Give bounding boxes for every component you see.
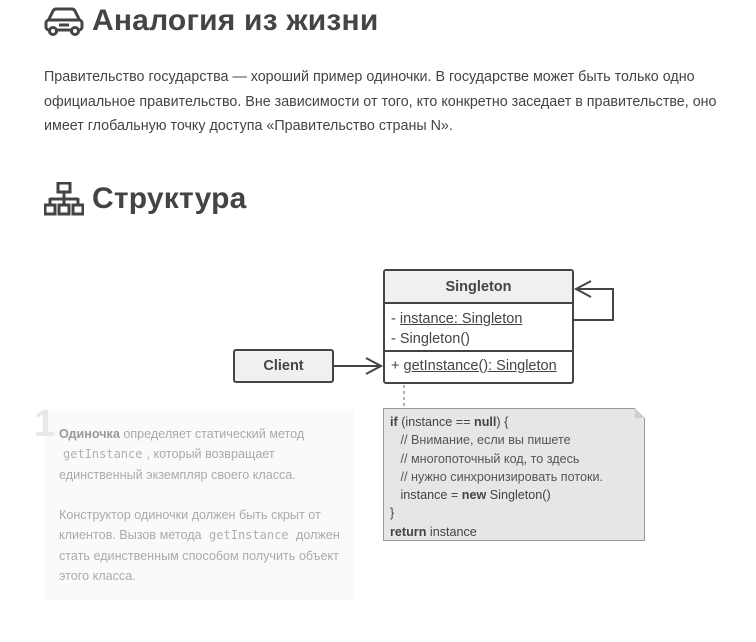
structure-title: Структура [92, 182, 247, 215]
self-association-arrow [574, 288, 614, 321]
singleton-class-title: Singleton [385, 271, 572, 304]
sitemap-icon [44, 182, 86, 216]
code-listing: if (instance == null) { // Внимание, есл… [390, 415, 603, 539]
analogy-title: Аналогия из жизни [92, 4, 379, 37]
car-icon [44, 4, 86, 38]
code-note: if (instance == null) { // Внимание, есл… [383, 408, 645, 541]
callout-note: 1 Одиночка определяет статический метод … [34, 403, 354, 600]
field-constructor: - Singleton() [391, 331, 470, 347]
singleton-fields: - instance: Singleton - Singleton() [385, 304, 572, 352]
analogy-heading: Аналогия из жизни [44, 4, 379, 38]
note-fold-corner [635, 408, 645, 418]
code-getinstance: getInstance [63, 447, 143, 462]
client-class-box: Client [233, 349, 334, 383]
singleton-class-box: Singleton - instance: Singleton - Single… [383, 269, 574, 384]
singleton-methods: + getInstance(): Singleton [385, 352, 572, 376]
structure-heading: Структура [44, 182, 247, 216]
code-getinstance-2: getInstance [209, 528, 289, 543]
method-getinstance: + getInstance(): Singleton [391, 358, 557, 374]
field-instance: - instance: Singleton [391, 311, 523, 327]
callout-text: Одиночка определяет статический метод ge… [59, 427, 340, 584]
analogy-paragraph: Правительство государства — хороший прим… [44, 69, 717, 134]
callout-number: 1 [34, 403, 56, 445]
